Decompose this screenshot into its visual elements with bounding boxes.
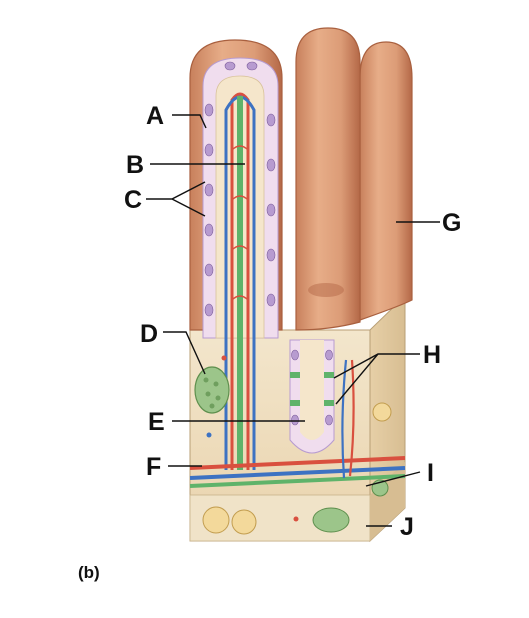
villus-back-middle: [295, 27, 361, 331]
submucosa-lymph: [189, 474, 406, 488]
label-b: B: [126, 151, 144, 179]
submucosa-artery: [189, 456, 406, 470]
leader-lines: [146, 114, 440, 527]
villus-cutaway: [189, 39, 283, 470]
villus-back-right: [359, 41, 413, 321]
label-i: I: [427, 459, 434, 487]
label-h: H: [423, 341, 441, 369]
label-c: C: [124, 186, 142, 214]
labels: A B C G D H E F I J (b): [78, 102, 461, 582]
leader-c: [146, 181, 206, 217]
leader-h: [333, 353, 420, 405]
label-f: F: [146, 453, 161, 481]
muscularis-band-side: [370, 462, 405, 541]
submucosal-glands: [202, 355, 392, 535]
leader-d: [163, 331, 206, 375]
goblet-cells: [204, 61, 276, 317]
lymphoid-nodule: [194, 366, 230, 414]
label-j: J: [400, 513, 414, 541]
submucosa-vein: [189, 466, 406, 480]
label-g: G: [442, 209, 461, 237]
leader-i: [365, 471, 421, 487]
label-a: A: [146, 102, 164, 130]
figure-caption: (b): [78, 563, 100, 582]
leader-a: [172, 114, 207, 129]
intestinal-crypt: [289, 339, 335, 454]
label-d: D: [140, 320, 158, 348]
label-e: E: [148, 408, 165, 436]
